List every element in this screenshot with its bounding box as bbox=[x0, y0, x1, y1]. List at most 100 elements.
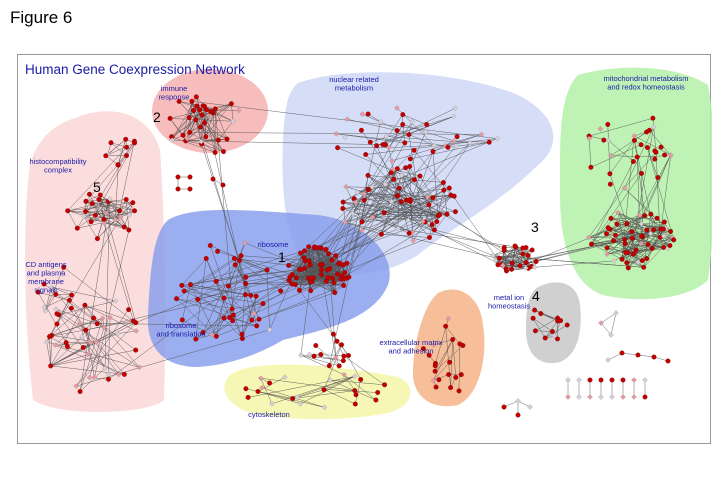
network-edge bbox=[495, 260, 520, 267]
network-node bbox=[116, 371, 122, 378]
network-edge bbox=[607, 244, 649, 255]
network-node bbox=[394, 128, 400, 134]
network-node bbox=[395, 193, 401, 198]
network-edge bbox=[76, 322, 136, 387]
network-edge bbox=[607, 243, 642, 255]
network-node bbox=[665, 358, 671, 364]
network-node bbox=[409, 118, 415, 125]
network-node bbox=[478, 131, 485, 138]
network-node bbox=[638, 142, 644, 148]
network-node bbox=[598, 377, 604, 383]
network-node bbox=[169, 137, 175, 144]
network-edge bbox=[314, 182, 444, 249]
network-edge bbox=[393, 169, 434, 198]
network-node bbox=[248, 292, 254, 298]
network-node bbox=[77, 389, 83, 394]
network-node bbox=[647, 230, 654, 237]
network-node bbox=[99, 315, 106, 322]
network-edge bbox=[621, 154, 671, 260]
network-node bbox=[652, 156, 658, 162]
network-node bbox=[115, 162, 121, 168]
network-node bbox=[340, 206, 346, 211]
network-node bbox=[555, 336, 560, 342]
network-node bbox=[186, 115, 192, 121]
network-node bbox=[312, 244, 318, 250]
network-node bbox=[108, 140, 114, 146]
network-node bbox=[333, 131, 339, 137]
network-node bbox=[352, 401, 358, 407]
network-edge bbox=[85, 329, 119, 375]
network-node bbox=[445, 144, 451, 150]
network-node bbox=[317, 262, 323, 268]
network-edge bbox=[201, 144, 252, 296]
network-edge bbox=[445, 326, 460, 345]
network-edge bbox=[83, 216, 98, 239]
network-edge bbox=[502, 247, 523, 266]
network-edge bbox=[182, 109, 200, 136]
network-node bbox=[207, 243, 213, 248]
network-edge bbox=[397, 215, 439, 230]
network-node bbox=[589, 241, 594, 247]
network-node bbox=[631, 133, 637, 139]
network-node bbox=[445, 315, 452, 322]
network-node bbox=[326, 251, 332, 257]
network-edge bbox=[107, 317, 111, 375]
network-node bbox=[260, 301, 266, 307]
network-node bbox=[69, 292, 75, 298]
network-node bbox=[334, 338, 340, 344]
network-node bbox=[47, 334, 52, 340]
network-node bbox=[187, 186, 193, 192]
network-edge bbox=[49, 336, 68, 347]
network-edge bbox=[197, 260, 240, 300]
network-edge bbox=[655, 152, 661, 238]
network-node bbox=[433, 384, 439, 390]
network-node bbox=[454, 134, 460, 140]
network-edge bbox=[37, 292, 67, 343]
network-node bbox=[313, 343, 319, 348]
network-edge bbox=[189, 132, 224, 152]
network-edge bbox=[245, 281, 312, 284]
network-node bbox=[661, 219, 667, 225]
network-node bbox=[564, 322, 570, 328]
network-node bbox=[400, 112, 406, 118]
network-edge bbox=[492, 255, 644, 268]
network-edge bbox=[600, 312, 617, 324]
network-node bbox=[66, 297, 72, 303]
network-node bbox=[121, 224, 127, 230]
network-node bbox=[321, 404, 328, 411]
network-node bbox=[123, 136, 129, 142]
network-node bbox=[301, 255, 307, 261]
network-node bbox=[96, 197, 102, 202]
network-edge bbox=[397, 195, 435, 231]
network-node bbox=[426, 202, 432, 208]
network-node bbox=[117, 214, 124, 220]
network-edge bbox=[607, 124, 611, 174]
network-edge bbox=[376, 145, 399, 196]
network-edge bbox=[55, 308, 86, 331]
network-node bbox=[293, 275, 299, 281]
network-node bbox=[179, 317, 185, 323]
network-node bbox=[398, 199, 404, 205]
network-edge bbox=[108, 201, 135, 212]
network-edge bbox=[184, 290, 234, 316]
network-edge bbox=[81, 305, 86, 337]
network-edge bbox=[608, 227, 668, 249]
network-edge bbox=[69, 300, 136, 351]
network-node bbox=[523, 260, 529, 266]
network-edge bbox=[257, 391, 293, 399]
network-node bbox=[297, 250, 303, 256]
network-edge bbox=[372, 168, 398, 218]
network-node bbox=[231, 256, 237, 261]
network-edge bbox=[354, 198, 493, 256]
network-node bbox=[527, 404, 533, 410]
network-node bbox=[107, 196, 113, 202]
network-node bbox=[306, 351, 313, 358]
network-edge bbox=[499, 249, 533, 259]
network-edge bbox=[649, 130, 671, 156]
network-edge bbox=[608, 140, 634, 162]
network-node bbox=[422, 129, 429, 135]
network-node bbox=[228, 101, 234, 107]
network-node bbox=[501, 404, 507, 410]
